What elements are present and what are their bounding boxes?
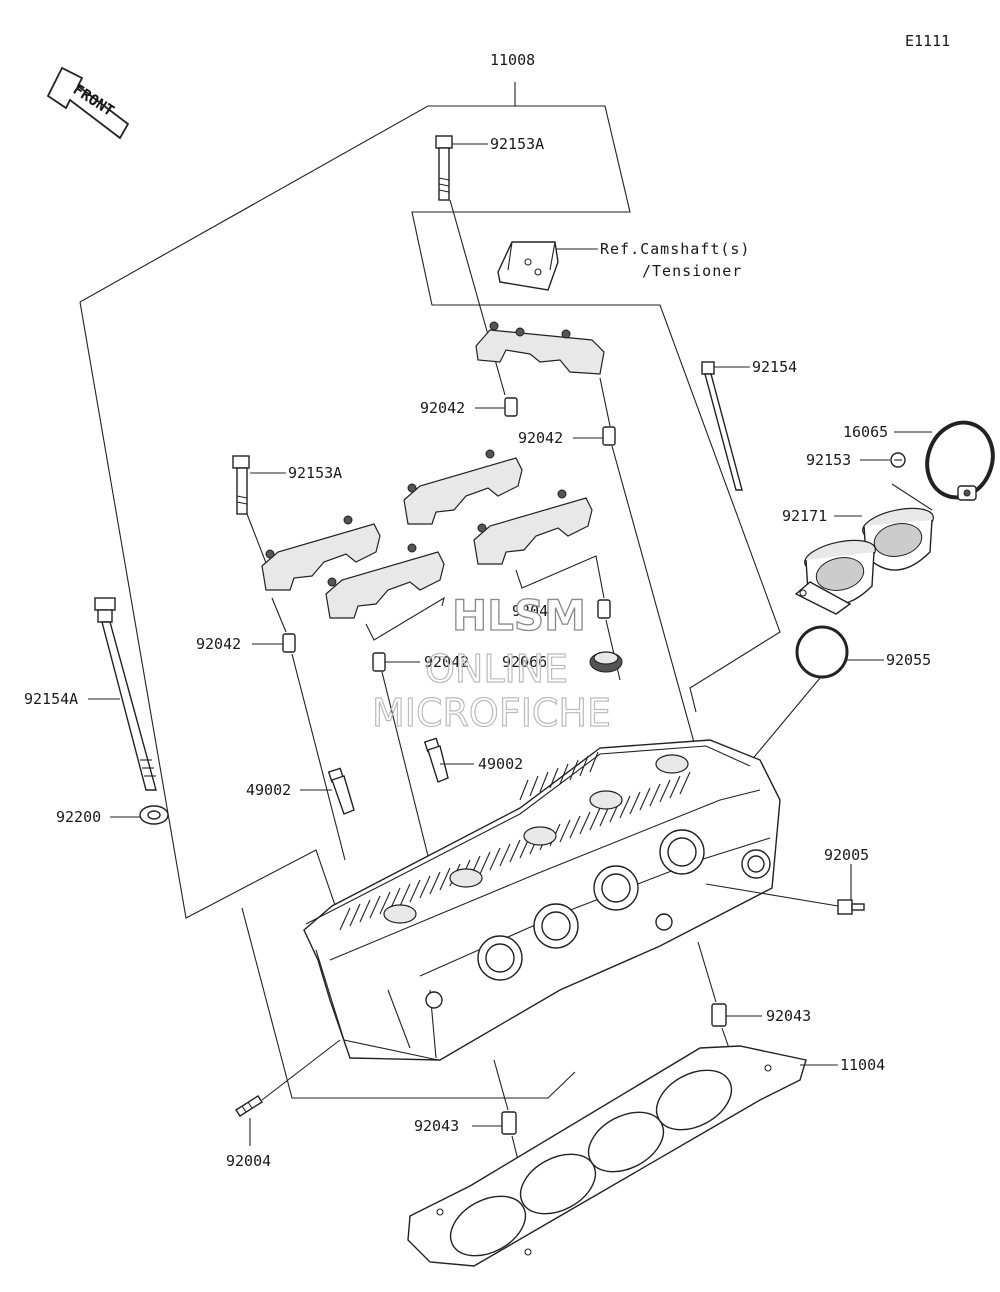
throttle-holder-92171	[794, 507, 934, 615]
watermark-line2: ONLINE	[425, 647, 568, 691]
stud-92004	[235, 1095, 263, 1117]
part-label-11004: 11004	[840, 1056, 885, 1074]
part-label-92042-e: 92042	[512, 602, 557, 620]
part-label-92042-b: 92042	[518, 429, 563, 447]
part-label-49002-a: 49002	[246, 781, 291, 799]
pin-92042-d	[372, 652, 386, 672]
part-label-92043-a: 92043	[766, 1007, 811, 1025]
front-arrow-icon: FRONT	[46, 66, 130, 140]
bolt-92154	[701, 361, 743, 491]
part-label-92055: 92055	[886, 651, 931, 669]
part-label-92153: 92153	[806, 451, 851, 469]
bolt-92154A	[94, 597, 157, 791]
part-label-92042-c: 92042	[196, 635, 241, 653]
part-label-11008: 11008	[490, 51, 535, 69]
head-gasket-11004	[407, 1045, 807, 1267]
watermark: HLSM ONLINE MICROFICHE	[371, 590, 611, 735]
part-label-92153A-top: 92153A	[490, 135, 544, 153]
cam-caps	[261, 449, 593, 619]
clamp-16065	[925, 420, 995, 501]
part-label-92043-b: 92043	[414, 1117, 459, 1135]
bolt-92153A-top	[435, 135, 453, 201]
fitting-92005	[837, 899, 865, 915]
watermark-line3: MICROFICHE	[372, 691, 611, 735]
part-label-92004: 92004	[226, 1152, 271, 1170]
valve-guide-49002-b	[423, 737, 449, 783]
part-label-92042-a: 92042	[420, 399, 465, 417]
pin-92042-a	[504, 397, 518, 417]
ref-note-line2: /Tensioner	[642, 262, 742, 280]
pin-92042-b	[602, 426, 616, 446]
assembly-outline	[79, 82, 781, 1099]
valve-guide-49002-a	[327, 767, 355, 815]
dowel-92043-a	[711, 1003, 727, 1027]
plug-92066	[589, 651, 623, 673]
cam-cap-top	[475, 321, 605, 375]
part-label-92042-d: 92042	[424, 653, 469, 671]
watermark-line1: HLSM	[452, 591, 586, 640]
oring-92055	[795, 625, 849, 679]
part-label-49002-b: 49002	[478, 755, 523, 773]
part-label-92153A-left: 92153A	[288, 464, 342, 482]
diagram-code: E1111	[905, 32, 950, 50]
part-label-92200: 92200	[56, 808, 101, 826]
part-label-92154: 92154	[752, 358, 797, 376]
screw-92153	[890, 452, 906, 468]
part-label-92066: 92066	[502, 653, 547, 671]
part-label-16065: 16065	[843, 423, 888, 441]
cylinder-head	[303, 739, 781, 1061]
bolt-92153A-left	[232, 455, 250, 515]
pin-92042-c	[282, 633, 296, 653]
part-label-92005: 92005	[824, 846, 869, 864]
camshaft-tensioner-bracket	[497, 241, 559, 291]
dowel-92043-b	[501, 1111, 517, 1135]
pin-92042-e	[597, 599, 611, 619]
part-label-92154A: 92154A	[24, 690, 78, 708]
part-label-92171: 92171	[782, 507, 827, 525]
washer-92200	[139, 805, 169, 825]
ref-note-line1: Ref.Camshaft(s)	[600, 240, 750, 258]
